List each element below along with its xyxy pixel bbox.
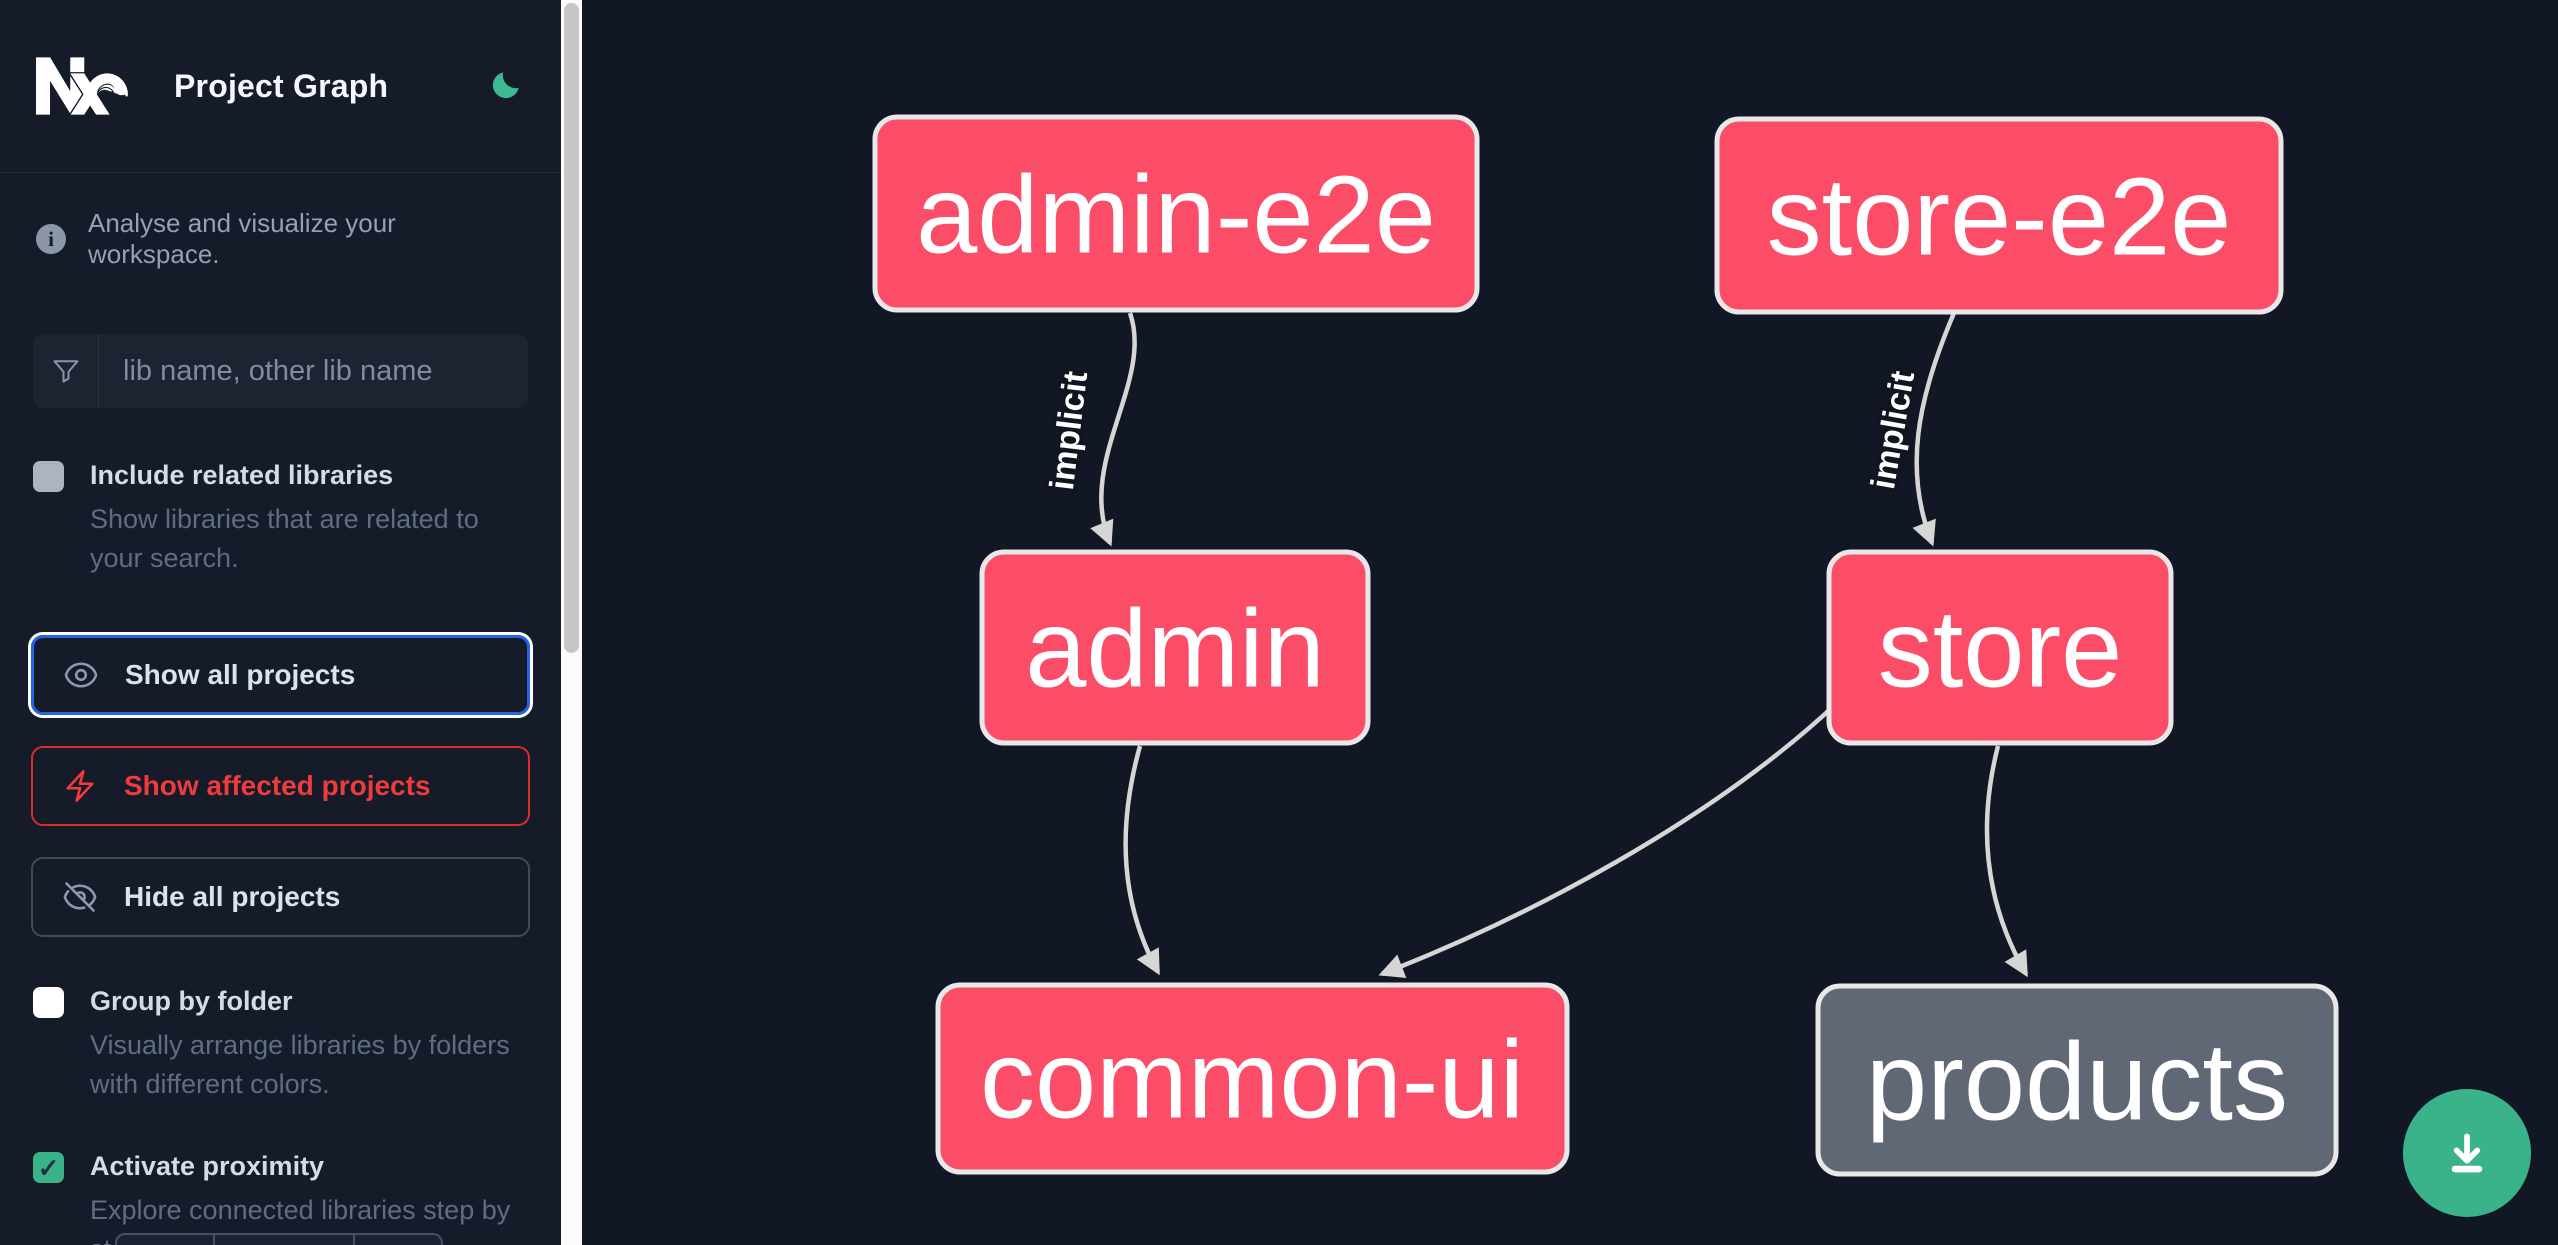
- proximity-value: [213, 1233, 355, 1245]
- button-label: Show all projects: [125, 659, 356, 690]
- edge-admin-e2e-to-admin: [1090, 312, 1137, 547]
- node-products[interactable]: products: [1815, 983, 2339, 1177]
- option-activate-proximity: ✓ Activate proximity Explore connected l…: [0, 1151, 561, 1245]
- info-text: Analyse and visualize your workspace.: [88, 208, 396, 269]
- svg-text:admin-e2e: admin-e2e: [916, 154, 1436, 277]
- page-title: Project Graph: [174, 67, 389, 104]
- activate-proximity-checkbox[interactable]: ✓: [33, 1152, 64, 1183]
- show-affected-projects-button[interactable]: Show affected projects: [31, 746, 530, 826]
- edge-label-implicit: implicit: [1043, 369, 1095, 492]
- edge-admin-to-common-ui: [1123, 745, 1160, 976]
- edge-store-e2e-to-store: [1912, 312, 1957, 547]
- button-label: Show affected projects: [124, 770, 431, 801]
- workspace-info: i Analyse and visualize your workspace.: [0, 208, 561, 270]
- node-admin-e2e[interactable]: admin-e2e: [872, 114, 1480, 313]
- hide-all-projects-button[interactable]: Hide all projects: [31, 857, 530, 937]
- edge-label-implicit: implicit: [1864, 368, 1922, 492]
- proximity-stepper-group: [115, 1233, 443, 1245]
- svg-text:admin: admin: [1025, 588, 1325, 711]
- svg-text:store-e2e: store-e2e: [1767, 156, 2232, 279]
- download-icon: [2451, 1133, 2483, 1173]
- option-include-related: ✓ Include related libraries Show librari…: [0, 460, 561, 578]
- moon-icon: [492, 72, 519, 99]
- project-actions: Show all projects Show affected projects…: [31, 635, 530, 937]
- nx-logo-icon: [36, 57, 128, 115]
- proximity-decrement-button[interactable]: [115, 1233, 213, 1245]
- search-input[interactable]: [99, 334, 528, 408]
- group-by-folder-checkbox[interactable]: ✓: [33, 987, 64, 1018]
- graph-canvas[interactable]: implicit implicit admin-e2e store-e2e ad…: [582, 0, 2558, 1245]
- info-icon: i: [36, 224, 66, 254]
- filter-icon: [33, 334, 99, 408]
- option-label[interactable]: Activate proximity: [90, 1151, 325, 1181]
- node-common-ui[interactable]: common-ui: [935, 982, 1570, 1175]
- show-all-projects-button[interactable]: Show all projects: [31, 635, 530, 715]
- sidebar-scrollbar-thumb[interactable]: [564, 3, 579, 653]
- sidebar: Project Graph i Analyse and visualize yo…: [0, 0, 561, 1245]
- eye-icon: [64, 662, 98, 688]
- option-label[interactable]: Include related libraries: [90, 460, 394, 490]
- edge-store-to-products: [1984, 745, 2028, 978]
- option-description: Show libraries that are related to your …: [90, 504, 479, 573]
- sidebar-header: Project Graph: [0, 0, 561, 173]
- option-description: Visually arrange libraries by folders wi…: [90, 1030, 510, 1099]
- svg-text:store: store: [1878, 588, 2123, 711]
- theme-toggle-button[interactable]: [485, 66, 525, 106]
- include-related-checkbox[interactable]: ✓: [33, 461, 64, 492]
- download-image-button[interactable]: [2403, 1089, 2531, 1217]
- svg-text:common-ui: common-ui: [980, 1019, 1524, 1142]
- search-box: [33, 334, 528, 408]
- proximity-increment-button[interactable]: [355, 1233, 443, 1245]
- node-store[interactable]: store: [1826, 549, 2174, 746]
- svg-text:products: products: [1866, 1021, 2288, 1144]
- option-label[interactable]: Group by folder: [90, 986, 293, 1016]
- sidebar-scrollbar[interactable]: [561, 0, 582, 1245]
- button-label: Hide all projects: [124, 881, 341, 912]
- eye-off-icon: [63, 882, 97, 912]
- option-group-by-folder: ✓ Group by folder Visually arrange libra…: [0, 986, 561, 1104]
- node-admin[interactable]: admin: [979, 549, 1371, 746]
- node-store-e2e[interactable]: store-e2e: [1714, 116, 2284, 315]
- bolt-icon: [66, 770, 94, 802]
- edge-store-to-common-ui: [1378, 701, 1839, 978]
